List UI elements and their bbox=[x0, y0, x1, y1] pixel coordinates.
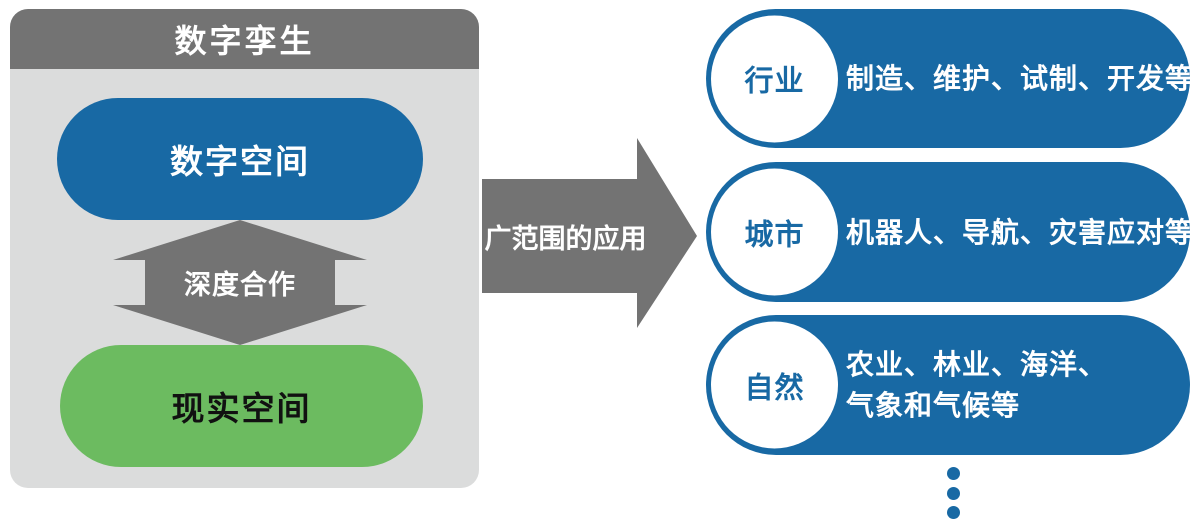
right-arrow-icon bbox=[482, 138, 697, 328]
nature-category-label: 自然 bbox=[744, 372, 805, 404]
application-pill-industry: 行业 制造、维护、试制、开发等 bbox=[706, 9, 1195, 148]
nature-description-line-1: 农业、林业、海洋、 bbox=[846, 349, 1108, 380]
digital-space-label: 数字空间 bbox=[170, 143, 310, 180]
application-pill-nature: 自然 农业、林业、海洋、 气象和气候等 bbox=[706, 315, 1190, 455]
ellipsis-dot bbox=[947, 506, 960, 519]
up-down-arrow-icon bbox=[113, 220, 367, 345]
city-circle: 城市 bbox=[711, 168, 838, 296]
industry-description: 制造、维护、试制、开发等 bbox=[846, 9, 1195, 148]
real-space-box: 现实空间 bbox=[60, 345, 423, 467]
industry-circle: 行业 bbox=[711, 15, 838, 142]
city-category-label: 城市 bbox=[744, 219, 805, 251]
city-description-line: 机器人、导航、灾害应对等 bbox=[846, 216, 1195, 248]
nature-description: 农业、林业、海洋、 气象和气候等 bbox=[846, 315, 1174, 455]
digital-twin-panel: 数字孪生 数字空间 深度合作 现实空间 bbox=[10, 9, 479, 488]
panel-title: 数字孪生 bbox=[174, 23, 315, 59]
nature-circle: 自然 bbox=[711, 321, 838, 449]
ellipsis-dot bbox=[947, 467, 960, 480]
industry-category-label: 行业 bbox=[744, 65, 805, 98]
panel-header: 数字孪生 bbox=[10, 9, 479, 69]
wide-application-label: 广范围的应用 bbox=[484, 223, 647, 254]
ellipsis-dot bbox=[947, 487, 960, 500]
nature-description-line-2: 气象和气候等 bbox=[846, 390, 1021, 421]
application-pill-city: 城市 机器人、导航、灾害应对等 bbox=[706, 162, 1195, 302]
real-space-label: 现实空间 bbox=[171, 390, 312, 427]
city-description: 机器人、导航、灾害应对等 bbox=[846, 162, 1195, 302]
industry-description-line: 制造、维护、试制、开发等 bbox=[846, 63, 1195, 94]
digital-space-box: 数字空间 bbox=[57, 98, 423, 220]
